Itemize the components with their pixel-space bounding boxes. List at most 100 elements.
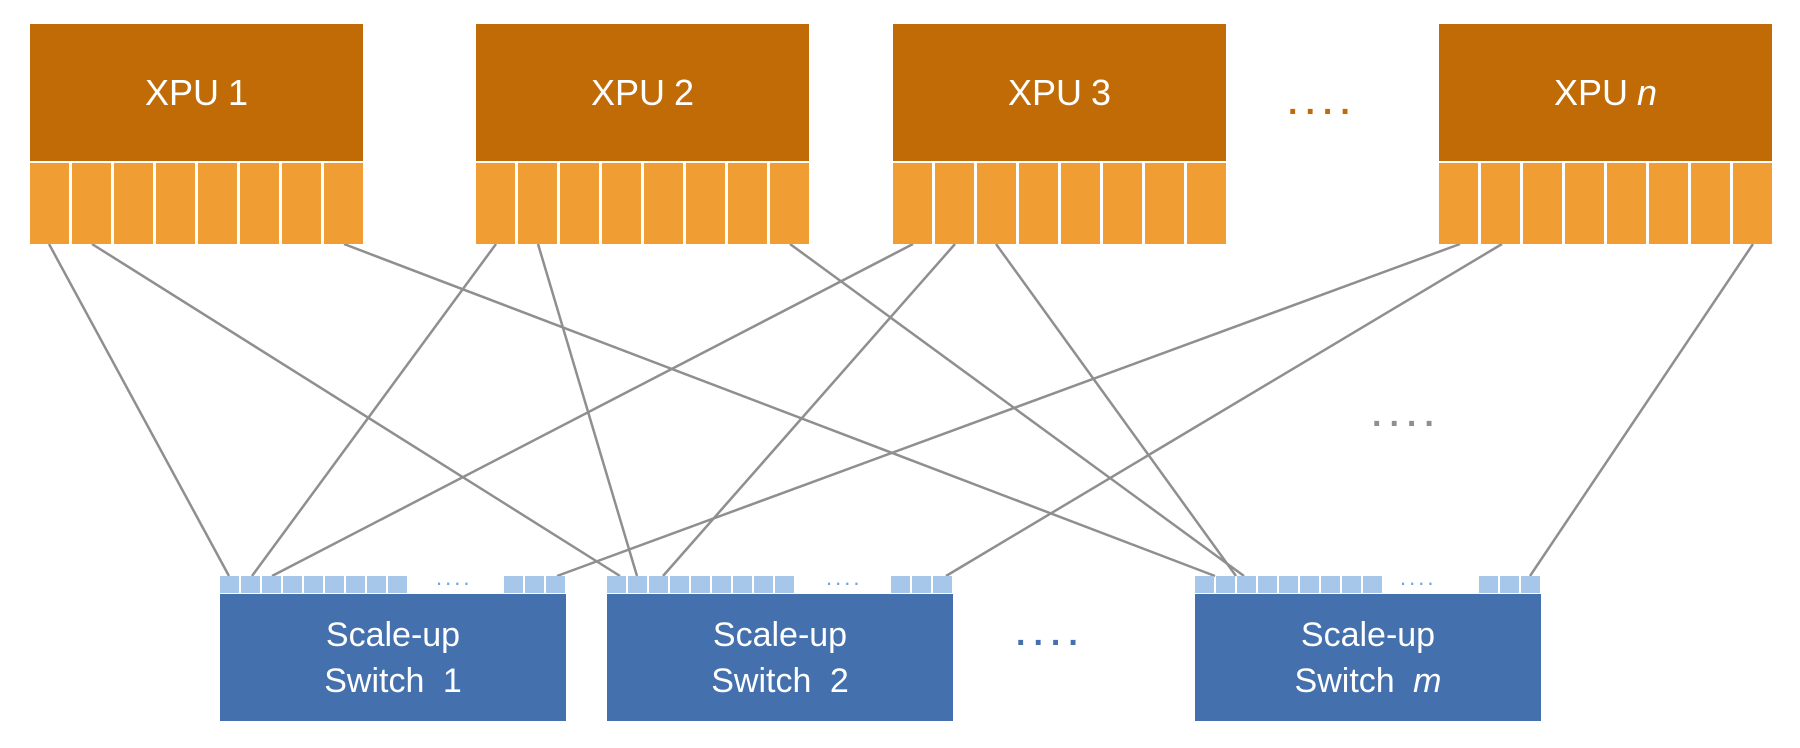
switch-port — [304, 576, 323, 593]
xpu-port — [599, 163, 641, 244]
switch-m-line2: Switch — [1294, 661, 1395, 700]
link-line — [343, 242, 1216, 578]
switch-port — [325, 576, 344, 593]
link-line — [271, 242, 914, 578]
switch-port — [241, 576, 260, 593]
switch-2-line2: Switch — [711, 661, 812, 700]
switch-m-ports-ellipsis: .... — [1400, 565, 1437, 590]
xpu-1-title: XPU 1 — [30, 24, 363, 161]
xpu-3-ports — [893, 163, 1226, 244]
xpu-2-label: XPU — [590, 71, 665, 113]
switch-port — [504, 576, 523, 593]
xpu-1-index: 1 — [228, 71, 249, 113]
xpu-port — [1184, 163, 1226, 244]
xpu-port — [1562, 163, 1604, 244]
switch-port — [546, 576, 565, 593]
xpu-2-title: XPU 2 — [476, 24, 809, 161]
xpu-port — [1478, 163, 1520, 244]
xpu-port — [932, 163, 974, 244]
link-line — [789, 242, 1245, 578]
link-line — [945, 242, 1503, 578]
xpu-2-ports — [476, 163, 809, 244]
link-line — [662, 243, 956, 577]
xpu-1-label: XPU — [144, 71, 219, 113]
switch-row-ellipsis: .... — [1016, 615, 1086, 653]
switch-m-line1: Scale-up — [1300, 615, 1436, 654]
switch-port — [388, 576, 407, 593]
switch-port — [1237, 576, 1256, 593]
switch-port — [733, 576, 752, 593]
switch-port — [1321, 576, 1340, 593]
xpu-port — [641, 163, 683, 244]
switch-port — [912, 576, 931, 593]
switch-port — [1521, 576, 1540, 593]
xpu-3-title: XPU 3 — [893, 24, 1226, 161]
switch-2-ports-ellipsis: .... — [826, 565, 863, 590]
xpu-n-ports — [1439, 163, 1772, 244]
switch-port — [1279, 576, 1298, 593]
xpu-n-title: XPU n — [1439, 24, 1772, 161]
xpu-port — [767, 163, 809, 244]
switch-port — [1479, 576, 1498, 593]
link-line — [1528, 243, 1755, 577]
xpu-port — [1142, 163, 1184, 244]
xpu-port — [111, 163, 153, 244]
xpu-port — [974, 163, 1016, 244]
switch-port — [1342, 576, 1361, 593]
switch-port — [525, 576, 544, 593]
xpu-port — [1646, 163, 1688, 244]
switch-port — [262, 576, 281, 593]
switch-1-ports-ellipsis: .... — [436, 565, 473, 590]
switch-m-index: m — [1413, 661, 1442, 700]
xpu-port — [69, 163, 111, 244]
switch-port — [691, 576, 710, 593]
switch-1-body: Scale-up Switch 1 — [220, 594, 566, 721]
switch-port — [712, 576, 731, 593]
xpu-port — [1439, 163, 1478, 244]
link-line — [250, 243, 498, 577]
xpu-port — [195, 163, 237, 244]
xpu-port — [1100, 163, 1142, 244]
switch-port — [1216, 576, 1235, 593]
switch-2-line2-wrap: Switch 2 — [711, 658, 849, 704]
switch-port — [283, 576, 302, 593]
xpu-port — [515, 163, 557, 244]
links-ellipsis: .... — [1372, 396, 1442, 434]
switch-port — [367, 576, 386, 593]
switch-port — [1500, 576, 1519, 593]
xpu-1-ports — [30, 163, 363, 244]
switch-port — [754, 576, 773, 593]
link-line — [47, 243, 231, 577]
xpu-3-label: XPU — [1007, 71, 1082, 113]
xpu-port — [1520, 163, 1562, 244]
xpu-n-label: XPU — [1553, 71, 1628, 113]
switch-port — [628, 576, 647, 593]
xpu-port — [683, 163, 725, 244]
switch-port — [670, 576, 689, 593]
xpu-2-index: 2 — [674, 71, 695, 113]
xpu-port — [1016, 163, 1058, 244]
xpu-port — [557, 163, 599, 244]
switch-1-index: 1 — [442, 661, 462, 700]
xpu-port — [153, 163, 195, 244]
switch-port — [607, 576, 626, 593]
xpu-port — [725, 163, 767, 244]
xpu-port — [1688, 163, 1730, 244]
xpu-port — [1058, 163, 1100, 244]
xpu-port — [30, 163, 69, 244]
xpu-port — [476, 163, 515, 244]
xpu-3-index: 3 — [1091, 71, 1112, 113]
switch-port — [933, 576, 952, 593]
switch-m-line2-wrap: Switch m — [1295, 658, 1442, 704]
switch-2-line1: Scale-up — [712, 615, 848, 654]
switch-port — [346, 576, 365, 593]
xpu-port — [893, 163, 932, 244]
link-line — [556, 242, 1461, 578]
switch-port — [649, 576, 668, 593]
xpu-port — [1604, 163, 1646, 244]
switch-port — [220, 576, 239, 593]
xpu-port — [237, 163, 279, 244]
switch-port — [1195, 576, 1214, 593]
